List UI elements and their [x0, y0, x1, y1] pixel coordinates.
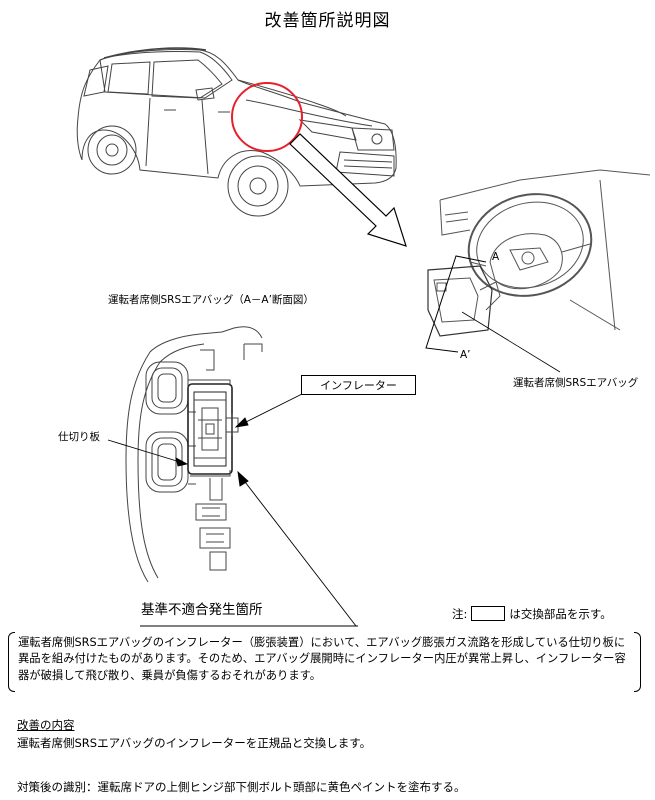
remedy-heading: 改善の内容	[17, 718, 75, 732]
replacement-part-legend-box	[471, 606, 506, 621]
description-bracket-left	[8, 632, 15, 692]
note-prefix: 注:	[452, 607, 468, 621]
section-a-top-label: A	[492, 251, 500, 263]
car-illustration	[76, 47, 397, 217]
note: 注: は交換部品を示す。	[452, 606, 612, 622]
highlight-circle	[231, 82, 303, 152]
page-title: 改善箇所説明図	[264, 11, 391, 31]
inflator-label: インフレーター	[301, 375, 416, 395]
section-a-bottom-label: A’	[460, 349, 471, 361]
remedy-text: 運転者席側SRSエアバッグのインフレーターを正規品と交換します。	[17, 736, 372, 750]
section-label: 運転者席側SRSエアバッグ（A－A’断面図）	[108, 294, 314, 306]
note-suffix: は交換部品を示す。	[509, 607, 612, 621]
cross-section-leaders	[107, 385, 358, 627]
zoom-arrow	[289, 133, 407, 247]
description-text: 運転者席側SRSエアバッグのインフレーター（膨張装置）において、エアバッグ膨張ガ…	[18, 636, 626, 682]
partition-label: 仕切り板	[58, 431, 100, 443]
description-box: 運転者席側SRSエアバッグのインフレーター（膨張装置）において、エアバッグ膨張ガ…	[8, 632, 641, 692]
identification-text: 対策後の識別：運転席ドアの上側ヒンジ部下側ボルト頭部に黄色ペイントを塗布する。	[17, 780, 466, 794]
airbag-leader	[461, 311, 561, 373]
airbag-label: 運転者席側SRSエアバッグ	[513, 377, 639, 389]
defect-location-label: 基準不適合発生箇所	[141, 602, 263, 618]
section-line-a-a	[425, 255, 487, 353]
steering-wheel-illustration	[427, 169, 651, 337]
description-bracket-right	[634, 632, 641, 692]
cross-section-illustration	[125, 326, 263, 583]
